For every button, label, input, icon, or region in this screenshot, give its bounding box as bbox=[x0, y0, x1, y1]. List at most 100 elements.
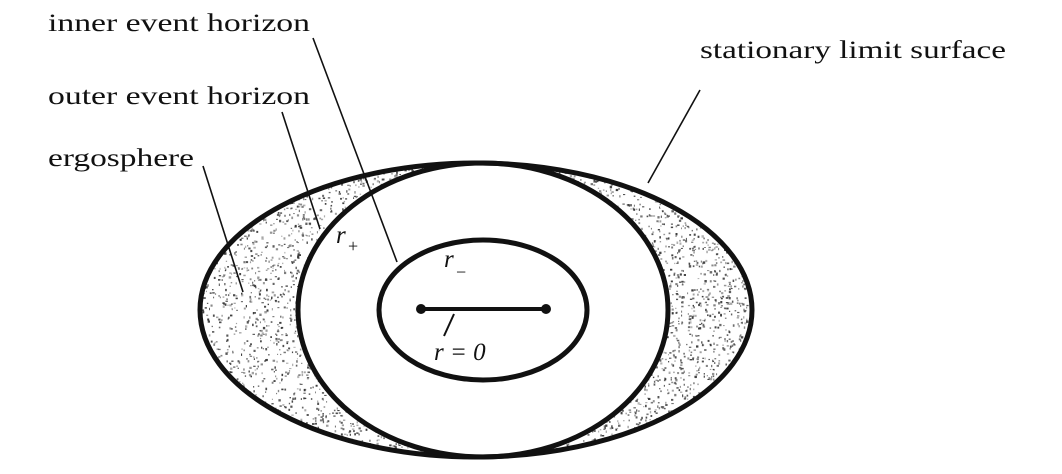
stipple-dot bbox=[692, 192, 694, 195]
stipple-dot bbox=[293, 201, 295, 204]
stipple-dot bbox=[342, 208, 344, 211]
stipple-dot bbox=[665, 401, 667, 404]
stipple-dot bbox=[650, 401, 653, 404]
stipple-dot bbox=[306, 235, 308, 237]
stipple-dot bbox=[237, 207, 239, 210]
stipple-dot bbox=[657, 375, 659, 378]
stipple-dot bbox=[229, 304, 232, 307]
stipple-dot bbox=[328, 187, 330, 190]
stipple-dot bbox=[661, 210, 664, 212]
stipple-dot bbox=[232, 443, 235, 446]
stipple-dot bbox=[727, 295, 730, 298]
stipple-dot bbox=[694, 198, 696, 200]
stipple-dot bbox=[737, 368, 740, 371]
stipple-dot bbox=[673, 371, 675, 374]
stipple-dot bbox=[250, 424, 253, 426]
stipple-dot bbox=[695, 335, 698, 337]
stipple-dot bbox=[707, 173, 709, 175]
stipple-dot bbox=[673, 196, 676, 198]
stipple-dot bbox=[711, 364, 713, 368]
stipple-dot bbox=[691, 307, 693, 310]
stipple-dot bbox=[656, 185, 659, 187]
stipple-dot bbox=[696, 289, 698, 291]
stipple-dot bbox=[731, 226, 734, 229]
stipple-dot bbox=[746, 304, 749, 307]
stipple-dot bbox=[672, 167, 674, 170]
stipple-dot bbox=[223, 429, 226, 431]
stipple-dot bbox=[598, 453, 600, 456]
stipple-dot bbox=[696, 191, 700, 195]
stipple-dot bbox=[743, 283, 745, 286]
stipple-dot bbox=[686, 343, 688, 346]
stipple-dot bbox=[209, 223, 211, 225]
stipple-dot bbox=[686, 394, 689, 397]
stipple-dot bbox=[268, 163, 270, 166]
stipple-dot bbox=[646, 413, 649, 416]
stipple-dot bbox=[669, 168, 672, 172]
stipple-dot bbox=[282, 316, 284, 319]
stipple-dot bbox=[294, 225, 297, 228]
stipple-dot bbox=[299, 226, 303, 229]
stipple-dot bbox=[598, 430, 600, 433]
stipple-dot bbox=[272, 267, 274, 269]
stipple-dot bbox=[666, 215, 669, 218]
stipple-dot bbox=[552, 163, 555, 165]
stipple-dot bbox=[723, 412, 725, 414]
stipple-dot bbox=[741, 206, 743, 209]
stipple-dot bbox=[640, 227, 643, 231]
stipple-dot bbox=[202, 227, 204, 229]
stipple-dot bbox=[684, 222, 687, 224]
stipple-dot bbox=[681, 284, 684, 286]
stipple-dot bbox=[201, 203, 203, 206]
stipple-dot bbox=[703, 320, 705, 322]
stipple-dot bbox=[266, 309, 269, 313]
stipple-dot bbox=[746, 225, 749, 227]
stipple-dot bbox=[358, 186, 360, 188]
stipple-dot bbox=[728, 237, 731, 239]
stipple-dot bbox=[311, 233, 314, 235]
stipple-dot bbox=[680, 359, 682, 362]
stipple-dot bbox=[711, 313, 714, 315]
stipple-dot bbox=[250, 375, 252, 378]
stipple-dot bbox=[592, 439, 595, 441]
stipple-dot bbox=[695, 373, 698, 376]
stipple-dot bbox=[241, 292, 243, 295]
stipple-dot bbox=[269, 299, 272, 301]
stipple-dot bbox=[207, 442, 209, 445]
stipple-dot bbox=[691, 247, 694, 250]
stipple-dot bbox=[690, 354, 692, 356]
stipple-dot bbox=[673, 334, 676, 337]
stipple-dot bbox=[203, 359, 206, 361]
stipple-dot bbox=[680, 181, 682, 184]
stipple-dot bbox=[299, 354, 302, 356]
stipple-dot bbox=[225, 300, 228, 302]
stipple-dot bbox=[689, 263, 691, 266]
stipple-dot bbox=[296, 272, 298, 275]
stipple-dot bbox=[693, 289, 696, 291]
stipple-dot bbox=[562, 452, 564, 455]
stipple-dot bbox=[647, 397, 649, 399]
stipple-dot bbox=[312, 181, 314, 183]
stipple-dot bbox=[685, 240, 688, 243]
stipple-dot bbox=[713, 219, 716, 221]
stipple-dot bbox=[254, 280, 256, 282]
stipple-dot bbox=[317, 454, 319, 457]
stipple-dot bbox=[716, 207, 719, 210]
stipple-dot bbox=[310, 227, 313, 229]
stipple-dot bbox=[648, 429, 652, 433]
stipple-dot bbox=[655, 412, 658, 414]
stipple-dot bbox=[659, 183, 661, 186]
stipple-dot bbox=[640, 196, 642, 198]
stipple-dot bbox=[338, 191, 341, 194]
stipple-dot bbox=[682, 239, 686, 241]
stipple-dot bbox=[225, 401, 228, 404]
stipple-dot bbox=[234, 307, 236, 309]
stipple-dot bbox=[219, 167, 221, 169]
stipple-dot bbox=[734, 405, 737, 408]
stipple-dot bbox=[289, 213, 291, 216]
stipple-dot bbox=[640, 215, 643, 218]
stipple-dot bbox=[654, 410, 656, 413]
stipple-dot bbox=[224, 421, 227, 423]
stipple-dot bbox=[719, 223, 721, 226]
stipple-dot bbox=[650, 451, 653, 453]
